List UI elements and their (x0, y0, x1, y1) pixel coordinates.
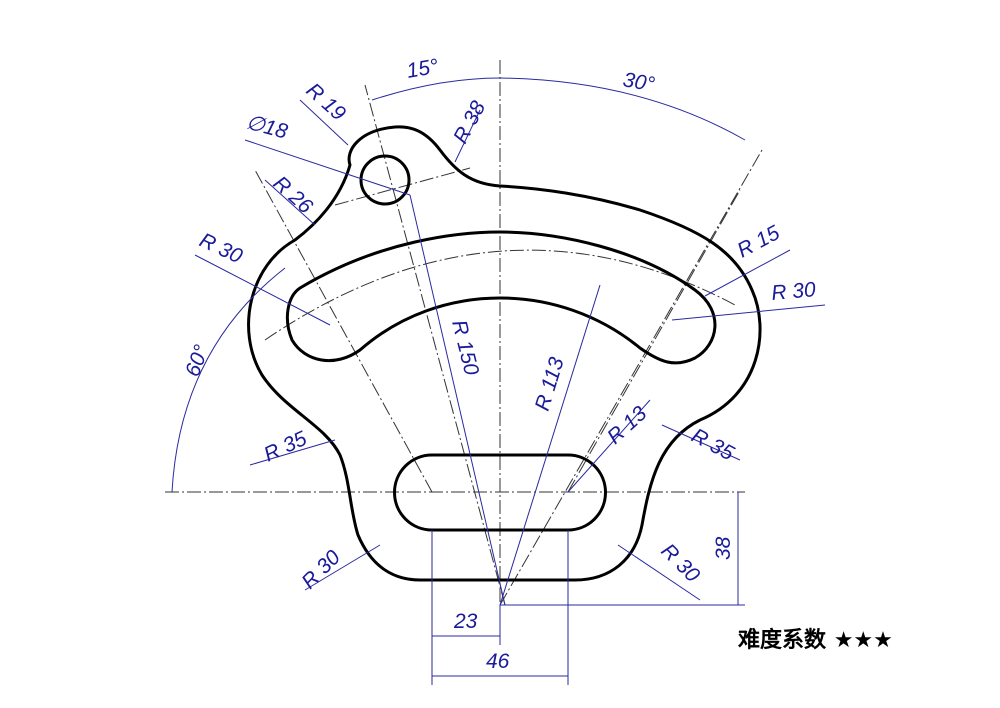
dim-r38: R 38 (449, 97, 490, 147)
centerlines (165, 60, 763, 612)
dim-width-23: 23 (453, 610, 478, 633)
dim-r150: R 150 (447, 318, 483, 378)
dim-r15: R 15 (734, 221, 784, 262)
hole (359, 154, 411, 206)
dim-r30-bottom-right: R 30 (656, 539, 704, 587)
dim-r19: R 19 (302, 79, 351, 126)
dim-r30-right: R 30 (770, 278, 817, 305)
dim-angle-30: 30° (621, 68, 656, 96)
arc-slot (285, 230, 717, 365)
dim-r26: R 26 (269, 172, 318, 219)
dim-angle-60: 60° (181, 342, 213, 380)
dim-r30-left: R 30 (196, 229, 246, 269)
difficulty-label: 难度系数 (738, 628, 827, 653)
dim-r30-bottom-left: R 30 (297, 546, 345, 594)
dim-dia18: ∅18 (244, 111, 290, 144)
dim-r35-right: R 35 (688, 424, 738, 465)
dim-r35-left: R 35 (260, 427, 310, 467)
dim-r13: R 13 (603, 402, 652, 449)
outer-contour (247, 125, 762, 582)
dimension-lines (171, 77, 826, 685)
difficulty-rating: 难度系数 ★★★ (738, 622, 893, 654)
dim-width-46: 46 (486, 650, 510, 673)
difficulty-stars: ★★★ (833, 628, 893, 653)
dim-angle-15: 15° (405, 55, 440, 83)
dim-height-38: 38 (712, 536, 735, 560)
